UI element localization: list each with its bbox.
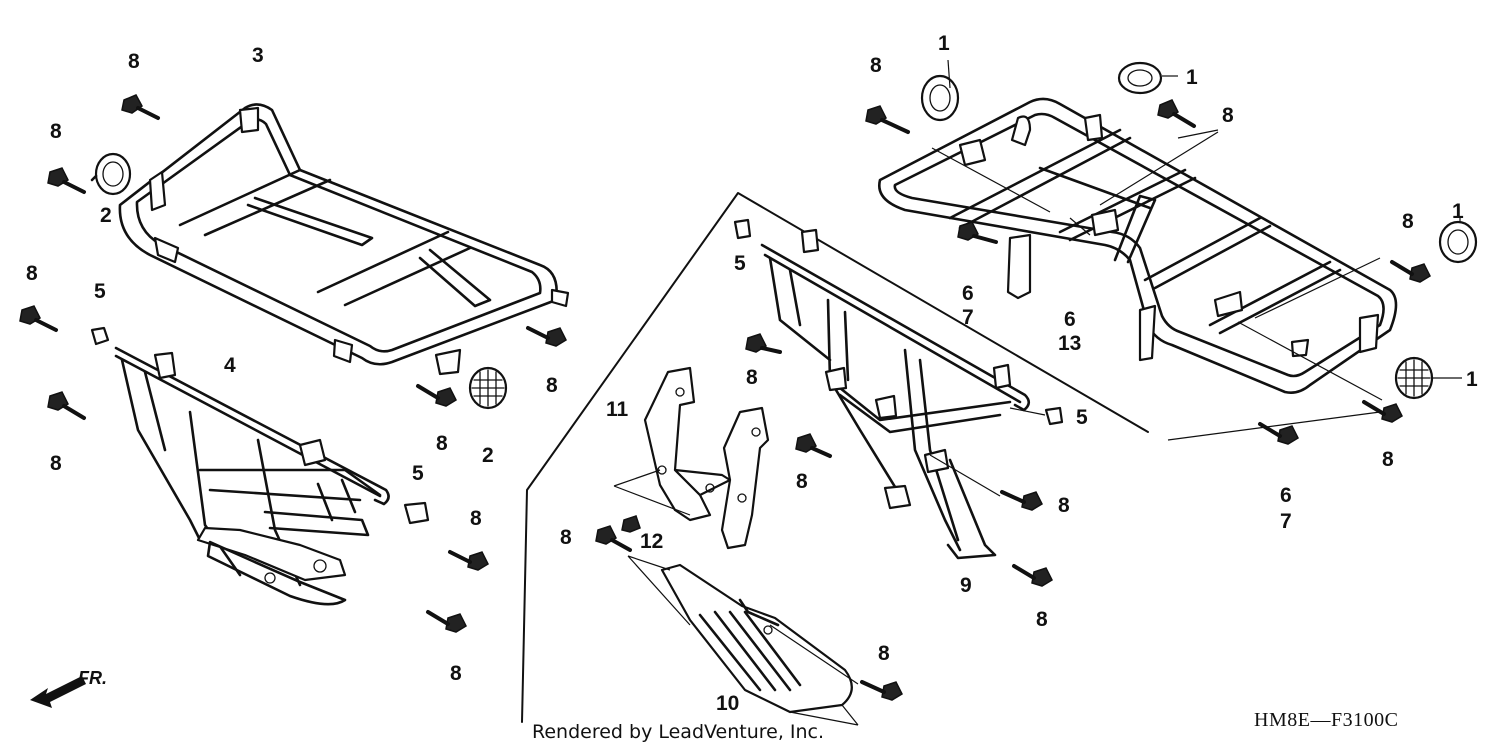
callout-8: 8 — [1382, 448, 1394, 471]
callout-12: 12 — [640, 530, 663, 553]
callout-8: 8 — [1058, 494, 1070, 517]
bolt-icon — [47, 167, 86, 194]
bolt-icon — [416, 384, 457, 407]
callout-6: 6 — [1280, 484, 1292, 507]
callout-6: 6 — [1064, 308, 1076, 331]
callout-8: 8 — [50, 452, 62, 475]
callout-1: 1 — [1452, 200, 1464, 223]
callout-8: 8 — [796, 470, 808, 493]
callout-5: 5 — [1076, 406, 1088, 429]
render-credit: Rendered by LeadVenture, Inc. — [532, 721, 824, 743]
bolt-icon — [47, 391, 86, 420]
callout-8: 8 — [436, 432, 448, 455]
collar-icon — [403, 501, 430, 525]
leader-lines — [613, 59, 1462, 726]
callout-7: 7 — [1280, 510, 1292, 533]
bolt-icon — [1258, 422, 1299, 445]
bolt-icon — [1362, 400, 1403, 423]
bolt-icon — [1390, 260, 1431, 283]
callout-8: 8 — [128, 50, 140, 73]
callout-8: 8 — [546, 374, 558, 397]
callout-8: 8 — [1402, 210, 1414, 233]
callout-8: 8 — [470, 507, 482, 530]
bolt-icon — [795, 433, 832, 458]
callout-10: 10 — [716, 692, 739, 715]
bolt-icon — [448, 550, 489, 571]
bolt-icon — [121, 94, 160, 120]
callout-8: 8 — [878, 642, 890, 665]
callouts: 8 3 8 2 8 5 4 8 8 8 2 5 8 8 5 11 8 8 12 … — [26, 32, 1478, 715]
bolt-icon — [426, 610, 467, 633]
callout-13: 13 — [1058, 332, 1081, 355]
collar-icon — [90, 326, 110, 346]
callout-7: 7 — [962, 306, 974, 329]
direction-label: FR. — [78, 668, 107, 688]
callout-8: 8 — [1036, 608, 1048, 631]
grommet-2b-icon — [468, 366, 508, 410]
callout-8: 8 — [870, 54, 882, 77]
callout-1: 1 — [938, 32, 950, 55]
bolt-icon — [19, 305, 58, 332]
callout-1: 1 — [1186, 66, 1198, 89]
collar-icon — [1044, 406, 1064, 426]
grommet-1d-icon — [1394, 356, 1434, 400]
callout-2: 2 — [482, 444, 494, 467]
bolt-icon — [1012, 564, 1053, 587]
bolt-icon — [745, 333, 782, 354]
grommet-1c-icon — [1438, 220, 1478, 264]
front-guard-left[interactable] — [114, 346, 390, 606]
callout-11: 11 — [606, 398, 629, 421]
callout-2: 2 — [100, 204, 112, 227]
bolt-icon — [621, 515, 641, 533]
bracket-11[interactable] — [643, 366, 770, 550]
rear-carrier-right[interactable] — [878, 97, 1398, 394]
callout-9: 9 — [960, 574, 972, 597]
callout-8: 8 — [26, 262, 38, 285]
callout-5: 5 — [94, 280, 106, 303]
callout-4: 4 — [224, 354, 236, 377]
callout-8: 8 — [50, 120, 62, 143]
callout-6: 6 — [962, 282, 974, 305]
diagram-code: HM8E—F3100C — [1254, 709, 1398, 731]
callout-1: 1 — [1466, 368, 1478, 391]
bolts — [19, 94, 1431, 701]
front-direction-arrow: FR. — [30, 668, 107, 708]
callout-5: 5 — [734, 252, 746, 275]
rear-carrier-left[interactable] — [118, 103, 570, 376]
section-divider — [521, 192, 1149, 723]
callout-8: 8 — [450, 662, 462, 685]
bolt-icon — [957, 221, 998, 244]
callout-5: 5 — [412, 462, 424, 485]
nuts — [90, 218, 1064, 525]
collar-icon — [733, 218, 752, 240]
bolt-icon — [1157, 99, 1196, 128]
skid-plate-10[interactable] — [660, 563, 853, 714]
grommet-2a-icon — [90, 152, 132, 196]
bolt-icon — [595, 525, 632, 552]
grommet-1b-icon — [1117, 61, 1163, 95]
bolt-icon — [1000, 490, 1043, 511]
callout-8: 8 — [746, 366, 758, 389]
bolt-icon — [860, 680, 903, 701]
callout-8: 8 — [560, 526, 572, 549]
callout-8: 8 — [1222, 104, 1234, 127]
bolt-icon — [865, 105, 910, 134]
front-guard-right[interactable] — [760, 228, 1031, 560]
grommet-1a-icon — [920, 74, 960, 122]
bolt-icon — [526, 326, 567, 347]
callout-3: 3 — [252, 44, 264, 67]
